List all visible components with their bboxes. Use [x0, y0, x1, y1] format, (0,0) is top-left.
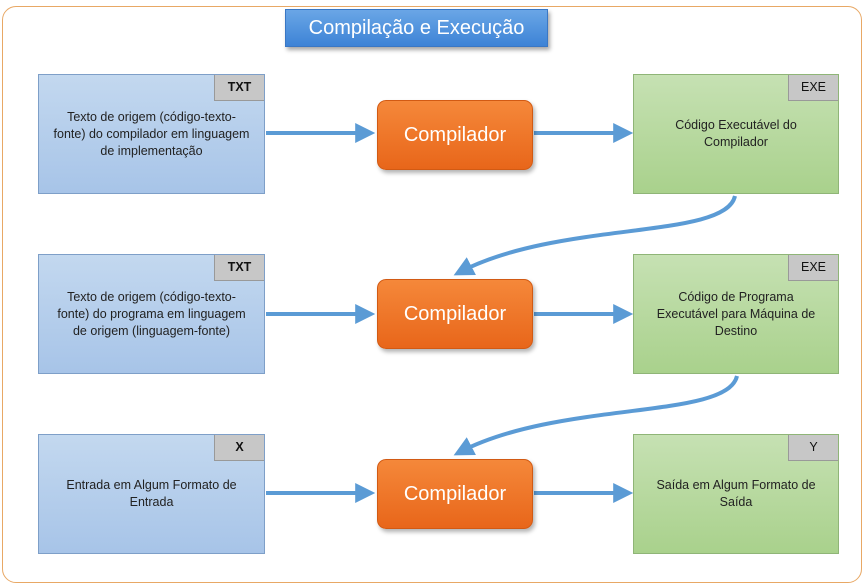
file-type-tag: X — [214, 435, 264, 461]
source-text: Texto de origem (código-texto-fonte) do … — [53, 109, 250, 158]
output-text: Código Executável do Compilador — [675, 118, 797, 149]
diagram-title: Compilação e Execução — [285, 9, 548, 47]
file-type-tag: EXE — [788, 255, 838, 281]
output-text: Código de Programa Executável para Máqui… — [656, 289, 816, 338]
output-box-1: EXE Código Executável do Compilador — [633, 74, 839, 194]
file-type-tag: Y — [788, 435, 838, 461]
compiler-box-1: Compilador — [377, 100, 533, 170]
arrow-output-1-to-compiler-2 — [453, 195, 737, 276]
source-box-3: X Entrada em Algum Formato de Entrada — [38, 434, 265, 554]
source-text: Entrada em Algum Formato de Entrada — [66, 478, 237, 509]
file-type-tag: TXT — [214, 75, 264, 101]
source-box-1: TXT Texto de origem (código-texto-fonte)… — [38, 74, 265, 194]
compiler-box-2: Compilador — [377, 279, 533, 349]
output-text: Saída em Algum Formato de Saída — [656, 478, 816, 509]
file-type-tag: TXT — [214, 255, 264, 281]
compiler-box-3: Compilador — [377, 459, 533, 529]
arrow-output-2-to-compiler-3 — [453, 375, 739, 456]
output-box-3: Y Saída em Algum Formato de Saída — [633, 434, 839, 554]
output-box-2: EXE Código de Programa Executável para M… — [633, 254, 839, 374]
source-box-2: TXT Texto de origem (código-texto-fonte)… — [38, 254, 265, 374]
file-type-tag: EXE — [788, 75, 838, 101]
source-text: Texto de origem (código-texto-fonte) do … — [57, 289, 246, 338]
